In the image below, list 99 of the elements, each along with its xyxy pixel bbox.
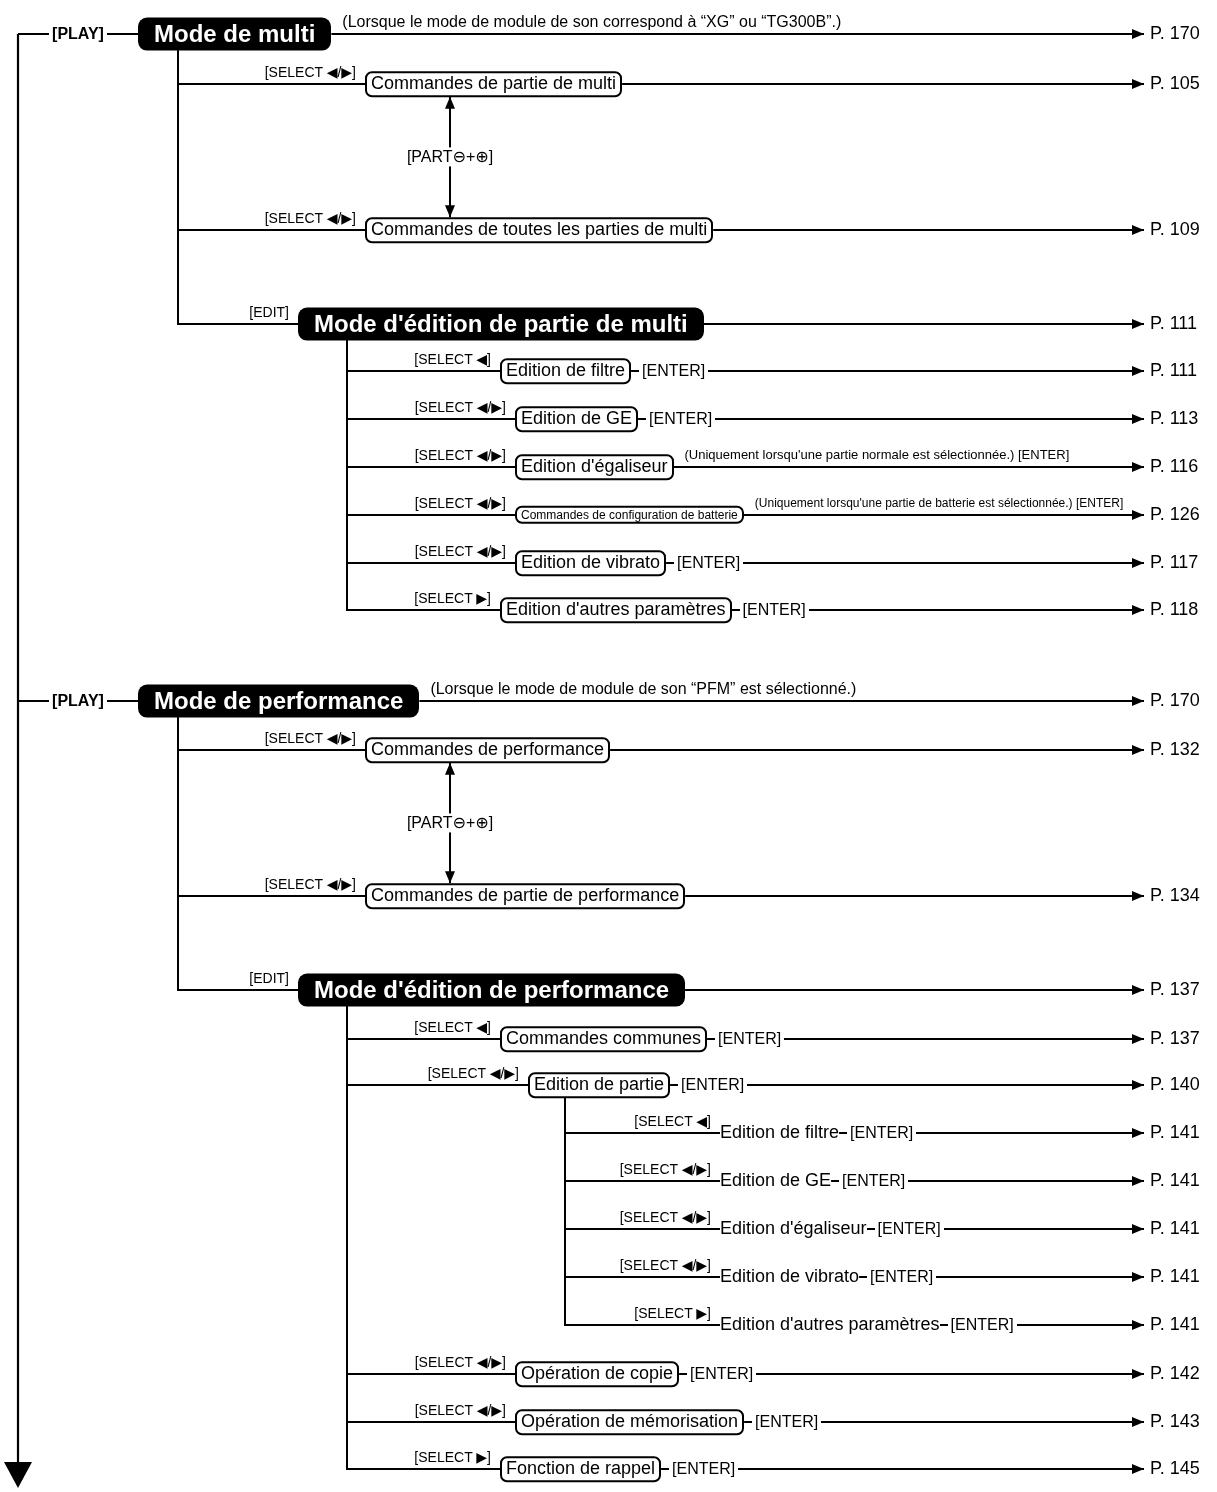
edge-label: [SELECT ◀]: [413, 1018, 492, 1036]
page-reference: P. 117: [1150, 552, 1199, 574]
edge-label: [SELECT ▶]: [413, 589, 492, 607]
arrow: [609, 745, 1145, 755]
page-reference: P. 111: [1150, 360, 1198, 382]
menu-box: Commandes communes: [500, 1026, 708, 1052]
edge-label: [ENTER]: [639, 361, 709, 381]
edge-label: [SELECT ◀/▶]: [413, 398, 507, 416]
edge-label: [ENTER]: [839, 1171, 909, 1191]
arrow: [445, 761, 455, 885]
menu-box: Edition de filtre: [500, 358, 632, 384]
edge-label: [PLAY]: [49, 24, 107, 44]
edge-label: [ENTER]: [947, 1315, 1017, 1335]
page-reference: P. 140: [1150, 1074, 1200, 1096]
arrow: [684, 985, 1145, 995]
page-reference: P. 132: [1150, 739, 1200, 761]
menu-item-text: Edition d'égaliseur: [720, 1218, 867, 1240]
menu-box: Commandes de partie de multi: [365, 71, 623, 97]
page-reference: P. 170: [1150, 690, 1200, 712]
edge-label: [EDIT]: [248, 303, 290, 321]
edge-label: [SELECT ◀/▶]: [263, 63, 357, 81]
page-reference: P. 111: [1150, 313, 1198, 335]
edge-label: [SELECT ◀]: [633, 1112, 712, 1130]
mode-heading-box: Mode d'édition de partie de multi: [298, 307, 704, 341]
menu-box: Edition d'égaliseur: [515, 454, 674, 480]
page-reference: P. 141: [1150, 1314, 1200, 1336]
edge-label: [SELECT ◀/▶]: [618, 1208, 712, 1226]
arrow: [445, 95, 455, 219]
edge-label: [EDIT]: [248, 969, 290, 987]
menu-box: Commandes de partie de performance: [365, 883, 686, 909]
page-reference: P. 170: [1150, 23, 1200, 45]
menu-box: Edition de partie: [528, 1072, 671, 1098]
page-reference: P. 142: [1150, 1363, 1200, 1385]
edge-label: [SELECT ◀/▶]: [618, 1160, 712, 1178]
edge-label: [ENTER]: [752, 1412, 822, 1432]
page-reference: P. 134: [1150, 885, 1200, 907]
page-reference: P. 141: [1150, 1170, 1200, 1192]
page-reference: P. 105: [1150, 73, 1200, 95]
menu-box: Commandes de performance: [365, 737, 611, 763]
menu-box: Opération de mémorisation: [515, 1409, 745, 1435]
page-reference: P. 141: [1150, 1266, 1200, 1288]
page-reference: P. 116: [1150, 456, 1199, 478]
menu-box: Edition d'autres paramètres: [500, 597, 732, 623]
edge-label: [SELECT ◀/▶]: [263, 729, 357, 747]
edge-label: [SELECT ◀]: [413, 350, 492, 368]
mode-heading-box: Mode d'édition de performance: [298, 973, 686, 1007]
menu-box: Commandes de toutes les parties de multi: [365, 217, 714, 243]
page-reference: P. 137: [1150, 1028, 1200, 1050]
edge-label: [ENTER]: [867, 1267, 937, 1287]
arrow: [742, 510, 1145, 520]
page-reference: P. 118: [1150, 599, 1199, 621]
edge-label: (Lorsque le mode de module de son “PFM” est sélectionné.): [429, 679, 858, 699]
arrow: [684, 891, 1145, 901]
menu-box: Edition de GE: [515, 406, 639, 432]
arrow: [418, 696, 1145, 706]
page-reference: P. 141: [1150, 1218, 1200, 1240]
edge-label: (Lorsque le mode de module de son correspond à “XG” ou “TG300B”.): [341, 12, 843, 32]
edge-label: [SELECT ◀/▶]: [413, 1353, 507, 1371]
arrow: [330, 29, 1145, 39]
page-reference: P. 109: [1150, 219, 1200, 241]
edge-label: [ENTER]: [715, 1029, 785, 1049]
edge-label: (Uniquement lorsqu'une partie normale est sélectionnée.) [ENTER]: [683, 447, 1071, 463]
edge-label: [ENTER]: [674, 553, 744, 573]
arrow: [621, 79, 1145, 89]
menu-item-text: Edition d'autres paramètres: [720, 1314, 940, 1336]
edge-label: [SELECT ▶]: [633, 1304, 712, 1322]
edge-label: [SELECT ▶]: [413, 1448, 492, 1466]
menu-box: Commandes de configuration de batterie: [515, 505, 744, 525]
edge-label: [ENTER]: [687, 1364, 757, 1384]
edge-label: [PLAY]: [49, 691, 107, 711]
edge-label: [ENTER]: [874, 1219, 944, 1239]
menu-box: Opération de copie: [515, 1361, 680, 1387]
page-reference: P. 113: [1150, 408, 1199, 430]
arrow: [672, 462, 1145, 472]
edge-label: [ENTER]: [739, 600, 809, 620]
edge-label: [SELECT ◀/▶]: [263, 875, 357, 893]
edge-label: [ENTER]: [847, 1123, 917, 1143]
edge-label: [SELECT ◀/▶]: [618, 1256, 712, 1274]
menu-box: Edition de vibrato: [515, 550, 667, 576]
mode-heading-box: Mode de multi: [138, 17, 332, 51]
page-reference: P. 126: [1150, 504, 1200, 526]
edge-label: [SELECT ◀/▶]: [263, 209, 357, 227]
arrow: [712, 225, 1145, 235]
edge-label: (Uniquement lorsqu'une partie de batterie est sélectionnée.) [ENTER]: [753, 495, 1125, 511]
edge-label: [ENTER]: [646, 409, 716, 429]
page-reference: P. 143: [1150, 1411, 1200, 1433]
arrow: [702, 319, 1145, 329]
edge-label: [ENTER]: [678, 1075, 748, 1095]
edge-label: [SELECT ◀/▶]: [426, 1064, 520, 1082]
menu-box: Fonction de rappel: [500, 1456, 662, 1482]
edge-label: [SELECT ◀/▶]: [413, 446, 507, 464]
mode-heading-box: Mode de performance: [138, 684, 420, 718]
page-reference: P. 145: [1150, 1458, 1200, 1480]
edge-label: [ENTER]: [669, 1459, 739, 1479]
page-reference: P. 141: [1150, 1122, 1200, 1144]
edge-label: [SELECT ◀/▶]: [413, 494, 507, 512]
page-reference: P. 137: [1150, 979, 1200, 1001]
edge-label: [SELECT ◀/▶]: [413, 542, 507, 560]
edge-label: [SELECT ◀/▶]: [413, 1401, 507, 1419]
